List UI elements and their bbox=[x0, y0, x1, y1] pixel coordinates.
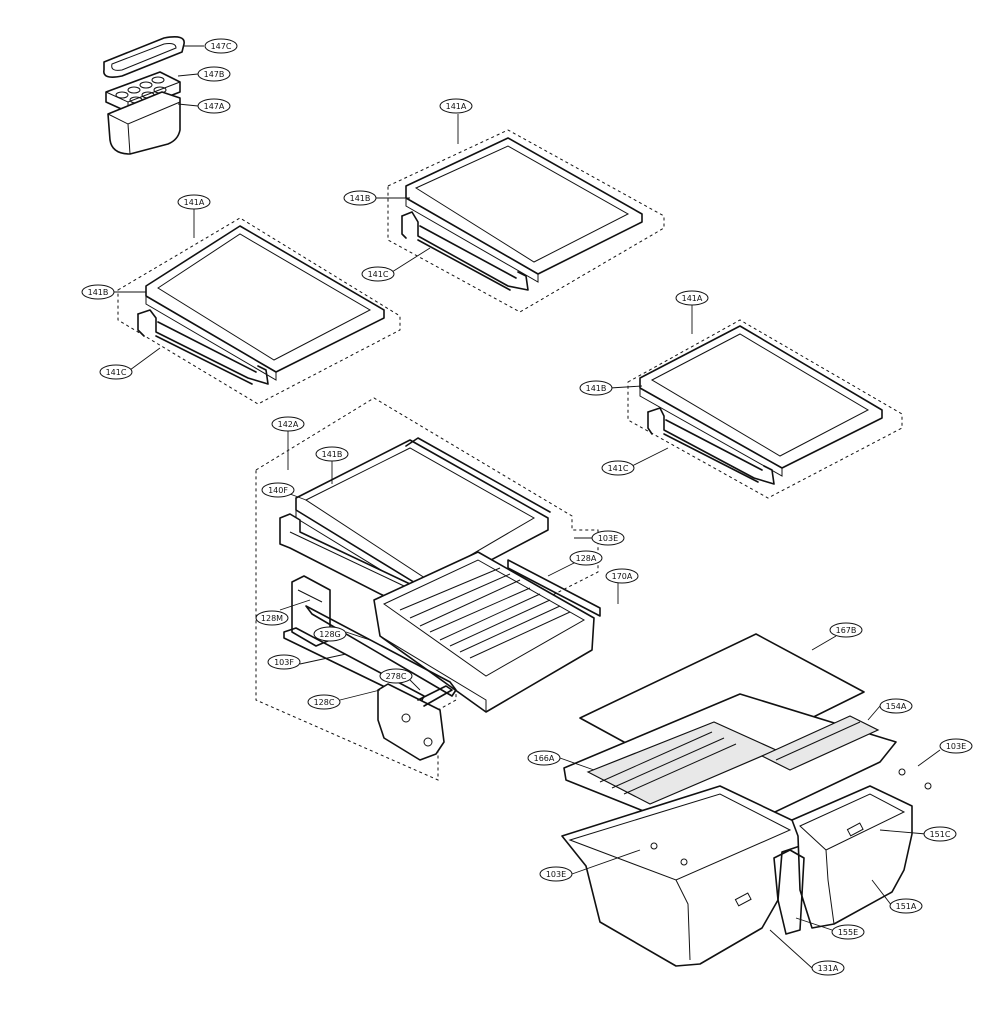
svg-text:103E: 103E bbox=[946, 742, 966, 751]
svg-text:141A: 141A bbox=[184, 198, 205, 207]
center-shelf-drawer-assembly bbox=[255, 397, 601, 781]
svg-text:141C: 141C bbox=[608, 464, 629, 473]
callout-154a: 154A bbox=[879, 698, 913, 714]
callout-141b-left: 141B bbox=[81, 284, 115, 300]
svg-text:154A: 154A bbox=[886, 702, 907, 711]
shelf-assembly-left bbox=[117, 217, 401, 405]
svg-text:151C: 151C bbox=[930, 830, 951, 839]
svg-text:147A: 147A bbox=[204, 102, 225, 111]
callout-167b: 167B bbox=[829, 622, 863, 638]
svg-text:103E: 103E bbox=[598, 534, 618, 543]
callout-141a-right: 141A bbox=[675, 290, 709, 306]
callout-131a: 131A bbox=[811, 960, 845, 976]
callout-147c: 147C bbox=[204, 38, 238, 54]
egg-container-lid bbox=[103, 36, 185, 78]
callout-141a-top: 141A bbox=[439, 98, 473, 114]
svg-text:155E: 155E bbox=[838, 928, 858, 937]
callout-103f: 103F bbox=[267, 654, 301, 670]
svg-text:142A: 142A bbox=[278, 420, 299, 429]
callout-141b-center: 141B bbox=[315, 446, 349, 462]
egg-container-bin bbox=[107, 91, 181, 155]
callout-141c-left: 141C bbox=[99, 364, 133, 380]
callout-141a-left: 141A bbox=[177, 194, 211, 210]
svg-text:147B: 147B bbox=[204, 70, 225, 79]
callout-155e: 155E bbox=[831, 924, 865, 940]
callout-141c-top: 141C bbox=[361, 266, 395, 282]
callout-142a: 142A bbox=[271, 416, 305, 432]
callout-151c: 151C bbox=[923, 826, 957, 842]
shelf-assembly-top-center bbox=[387, 129, 665, 313]
svg-text:141C: 141C bbox=[368, 270, 389, 279]
svg-text:151A: 151A bbox=[896, 902, 917, 911]
shelf-assembly-right bbox=[627, 319, 903, 499]
callout-103e-center: 103E bbox=[591, 530, 625, 546]
callout-151a: 151A bbox=[889, 898, 923, 914]
svg-text:166A: 166A bbox=[534, 754, 555, 763]
callout-147b: 147B bbox=[197, 66, 231, 82]
svg-text:141B: 141B bbox=[350, 194, 371, 203]
callout-140f: 140F bbox=[261, 482, 295, 498]
callout-166a: 166A bbox=[527, 750, 561, 766]
callout-103e-right: 103E bbox=[939, 738, 973, 754]
svg-text:141C: 141C bbox=[106, 368, 127, 377]
callout-141b-top: 141B bbox=[343, 190, 377, 206]
svg-text:170A: 170A bbox=[612, 572, 633, 581]
svg-text:141A: 141A bbox=[682, 294, 703, 303]
callout-170a: 170A bbox=[605, 568, 639, 584]
svg-text:167B: 167B bbox=[836, 626, 857, 635]
svg-text:128C: 128C bbox=[314, 698, 335, 707]
svg-text:141B: 141B bbox=[88, 288, 109, 297]
svg-text:131A: 131A bbox=[818, 964, 839, 973]
callout-128a: 128A bbox=[569, 550, 603, 566]
callout-147a: 147A bbox=[197, 98, 231, 114]
svg-text:147C: 147C bbox=[211, 42, 232, 51]
svg-text:278C: 278C bbox=[386, 672, 407, 681]
svg-text:103E: 103E bbox=[546, 870, 566, 879]
svg-text:140F: 140F bbox=[268, 486, 288, 495]
svg-text:141B: 141B bbox=[586, 384, 607, 393]
svg-text:141B: 141B bbox=[322, 450, 343, 459]
svg-text:128A: 128A bbox=[576, 554, 597, 563]
callout-141b-right: 141B bbox=[579, 380, 613, 396]
svg-text:103F: 103F bbox=[274, 658, 294, 667]
callout-128g: 128G bbox=[313, 626, 347, 642]
callout-141c-right: 141C bbox=[601, 460, 635, 476]
callout-103e-bottom: 103E bbox=[539, 866, 573, 882]
crisper-drawer-assembly bbox=[561, 633, 932, 967]
svg-text:128G: 128G bbox=[319, 630, 340, 639]
callout-128c: 128C bbox=[307, 694, 341, 710]
leader-lines bbox=[114, 45, 941, 969]
svg-text:128M: 128M bbox=[261, 614, 283, 623]
callout-278c: 278C bbox=[379, 668, 413, 684]
callout-128m: 128M bbox=[255, 610, 289, 626]
svg-text:141A: 141A bbox=[446, 102, 467, 111]
